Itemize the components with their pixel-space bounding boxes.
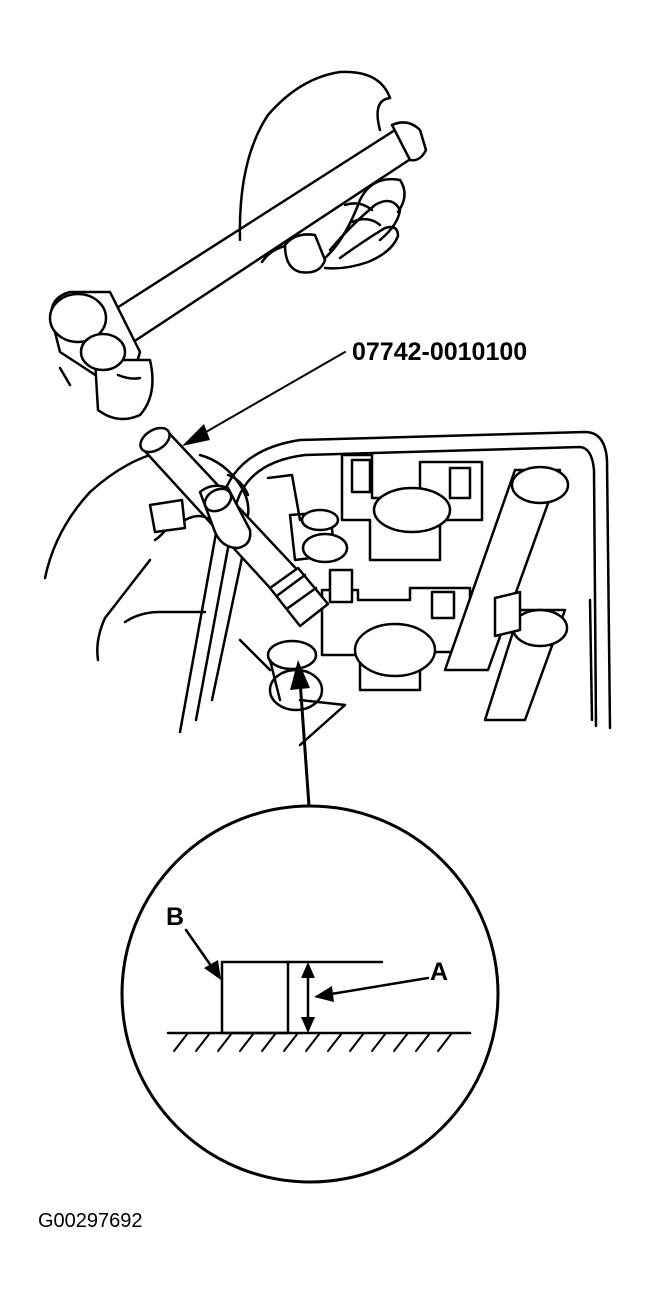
upper-hand-illustration	[238, 70, 406, 274]
tool-part-number-label: 07742-0010100	[352, 338, 527, 366]
detail-circle	[120, 804, 500, 1184]
callout-a-label: A	[430, 958, 448, 986]
lower-hand-fingers	[183, 473, 252, 550]
callout-b-arrowhead	[204, 960, 221, 980]
hammer-illustration	[48, 121, 428, 421]
cylinder-head-illustration	[178, 430, 612, 747]
detail-leader-arrowhead	[290, 660, 310, 690]
callout-a-leader	[323, 976, 430, 997]
dimension-a-arrow-top	[301, 962, 315, 978]
seal-block	[220, 960, 290, 1035]
detail-leader	[290, 660, 311, 808]
callout-a-arrowhead	[314, 986, 334, 1002]
detail-view: A B	[120, 804, 500, 1184]
base-surface-hatching	[173, 1032, 453, 1052]
part-number-arrowhead	[182, 424, 210, 446]
callout-b-leader	[184, 928, 216, 972]
callout-b-label: B	[166, 903, 184, 931]
lower-hand-illustration	[43, 453, 250, 662]
dimension-a-arrow-bottom	[301, 1017, 315, 1033]
part-number-leader	[182, 351, 346, 446]
figure-id-label: G00297692	[38, 1210, 143, 1232]
